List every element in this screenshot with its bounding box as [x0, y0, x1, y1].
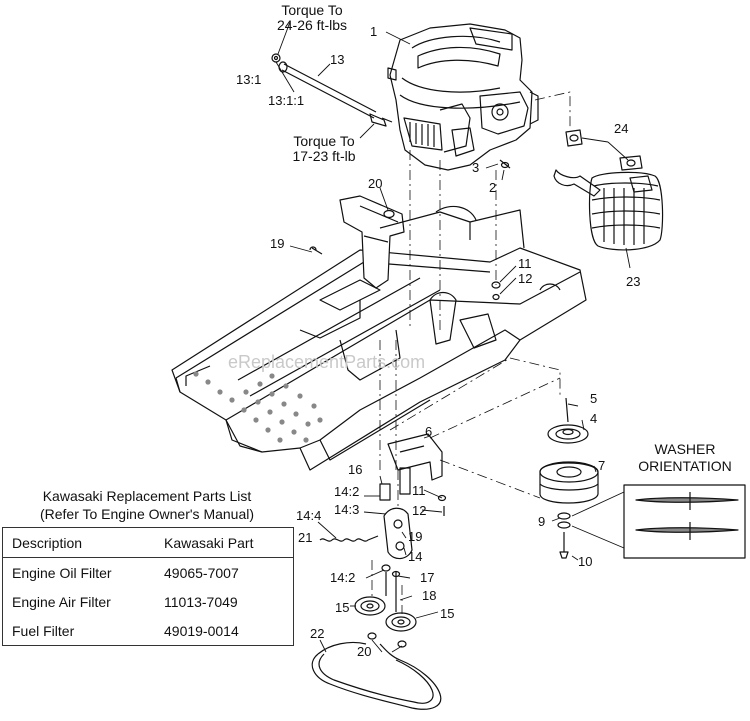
parts-list-title-line1: Kawasaki Replacement Parts List: [42, 488, 252, 504]
parts-list-title-line2: (Refer To Engine Owner's Manual): [39, 506, 255, 522]
callout-7: 7: [598, 458, 605, 473]
header-description: Description: [12, 534, 83, 551]
callout-15-right: 15: [440, 606, 454, 621]
callout-19-lower: 19: [408, 529, 422, 544]
callout-23: 23: [626, 274, 640, 289]
callout-14-2-upper: 14:2: [334, 484, 359, 499]
row-description: Engine Air Filter: [12, 593, 111, 610]
frame-drawing: [171, 195, 587, 471]
hardware-drawing: [309, 159, 511, 516]
callout-22: 22: [310, 626, 324, 641]
callout-13: 13: [330, 52, 344, 67]
torque-note-upper-line1: Torque To: [281, 2, 342, 18]
table-row: Engine Oil Filter 49065-7007: [3, 558, 293, 587]
table-row: Fuel Filter 49019-0014: [3, 616, 293, 645]
callout-3: 3: [472, 160, 479, 175]
callout-12-lower: 12: [412, 503, 426, 518]
callout-5: 5: [590, 391, 597, 406]
callout-14-3: 14:3: [334, 502, 359, 517]
drive-belt-drawing: [311, 641, 442, 710]
callout-20-lower: 20: [357, 644, 371, 659]
callout-2: 2: [489, 180, 496, 195]
callout-18: 18: [422, 588, 436, 603]
torque-note-lower-line2: 17-23 ft-lb: [292, 148, 355, 164]
clutch-stack-drawing: [539, 397, 599, 559]
callout-4: 4: [590, 411, 597, 426]
parts-table: Description Kawasaki Part Engine Oil Fil…: [2, 527, 294, 646]
row-description: Engine Oil Filter: [12, 564, 112, 581]
callout-11-lower: 11: [412, 483, 426, 498]
leader-lines: [275, 21, 631, 653]
callout-9: 9: [538, 514, 545, 529]
torque-note-lower-line1: Torque To: [293, 133, 354, 149]
alignment-lines: [371, 91, 571, 614]
callout-17: 17: [420, 570, 434, 585]
washer-orientation-detail: [571, 484, 746, 559]
callout-19-upper: 19: [270, 236, 284, 251]
callout-14: 14: [408, 549, 422, 564]
parts-table-header: Description Kawasaki Part: [3, 528, 293, 558]
header-part: Kawasaki Part: [164, 534, 254, 551]
idler-arm-drawing: [319, 467, 417, 648]
row-part: 11013-7049: [164, 593, 238, 610]
callouts: 1 2 3 4 5 6 7 9 10 11 12 11 12 13 13:1 1…: [236, 24, 640, 659]
callout-16: 16: [348, 462, 362, 477]
washer-orientation-line2: ORIENTATION: [638, 458, 732, 474]
row-part: 49019-0014: [164, 622, 239, 639]
callout-12-upper: 12: [518, 271, 532, 286]
callout-10: 10: [578, 554, 592, 569]
callout-14-2-lower: 14:2: [330, 570, 355, 585]
callout-1: 1: [370, 24, 377, 39]
callout-21: 21: [298, 530, 312, 545]
table-row: Engine Air Filter 11013-7049: [3, 587, 293, 616]
washer-orientation-line1: WASHER: [654, 441, 716, 457]
row-description: Fuel Filter: [12, 622, 75, 639]
washer-orientation-title: WASHER ORIENTATION: [625, 441, 745, 475]
engine-drawing: [387, 23, 539, 171]
row-part: 49065-7007: [164, 564, 239, 581]
callout-13-1: 13:1: [236, 72, 261, 87]
callout-14-4: 14:4: [296, 508, 321, 523]
watermark: eReplacementParts.com: [228, 352, 425, 372]
callout-24: 24: [614, 121, 628, 136]
kawasaki-parts-list: Kawasaki Replacement Parts List (Refer T…: [2, 487, 294, 646]
callout-6: 6: [425, 424, 432, 439]
callout-20-upper: 20: [368, 176, 382, 191]
callout-11-upper: 11: [518, 256, 532, 271]
callout-13-1-1: 13:1:1: [268, 93, 304, 108]
muffler-drawing: [553, 129, 664, 251]
callout-15-left: 15: [335, 600, 349, 615]
torque-note-upper-line2: 24-26 ft-lbs: [277, 17, 347, 33]
